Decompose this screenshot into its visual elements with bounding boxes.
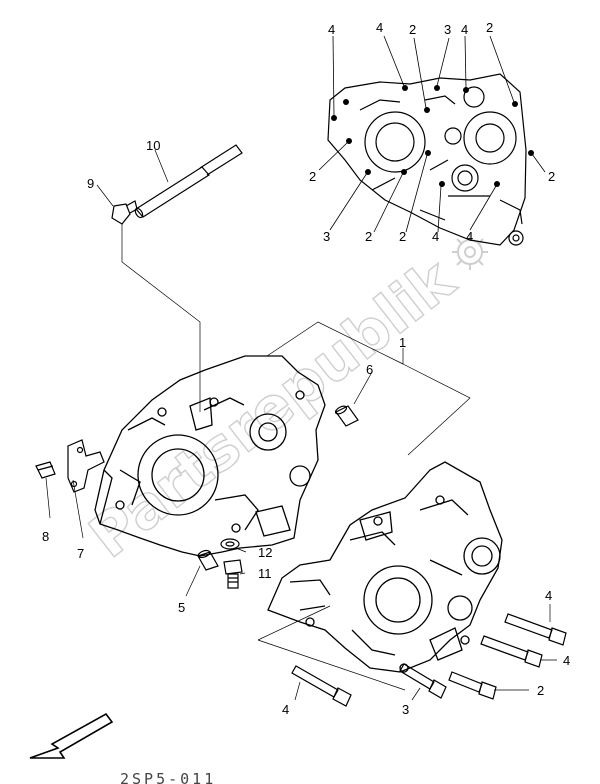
bracket-7 <box>67 439 105 493</box>
left-crankcase-half <box>94 355 326 557</box>
callout-top-2d: 2 <box>548 169 555 184</box>
callout-7: 7 <box>77 546 84 561</box>
watermark-text: Partsrepublik <box>77 245 468 571</box>
bolt-4a <box>504 613 567 646</box>
callout-top-3a: 3 <box>444 22 451 37</box>
callout-labels: 4 4 2 3 4 2 2 2 3 2 2 4 4 10 9 1 6 8 7 1… <box>42 20 570 717</box>
callout-top-2a: 2 <box>409 22 416 37</box>
callout-bolt-4c: 4 <box>282 702 289 717</box>
callout-top-2e: 2 <box>365 229 372 244</box>
direction-arrow-icon <box>29 712 114 759</box>
plug-8 <box>35 461 56 479</box>
right-crankcase-half <box>267 461 503 673</box>
bolt-2 <box>448 671 497 700</box>
watermark: Partsrepublik <box>76 244 468 572</box>
callout-top-2f: 2 <box>399 229 406 244</box>
callout-11: 11 <box>258 566 272 581</box>
bolt-3 <box>399 663 447 699</box>
callout-top-4a: 4 <box>328 22 335 37</box>
callout-top-4d: 4 <box>432 229 439 244</box>
callout-top-4c: 4 <box>461 22 468 37</box>
drawing-code: 2SP5-011 <box>120 770 216 784</box>
bolt-4c <box>291 665 352 707</box>
bolt-4b <box>480 635 543 668</box>
callout-12: 12 <box>258 545 272 560</box>
washer-12 <box>220 538 240 550</box>
dowel-6 <box>334 405 359 427</box>
callout-5: 5 <box>178 600 185 615</box>
callout-top-2b: 2 <box>486 20 493 35</box>
callout-bolt-3: 3 <box>402 702 409 717</box>
callout-top-4b: 4 <box>376 20 383 35</box>
drain-bolt-11 <box>223 559 243 589</box>
callout-bolt-2: 2 <box>537 683 544 698</box>
callout-1: 1 <box>399 335 406 350</box>
callout-top-4e: 4 <box>466 229 473 244</box>
callout-top-3b: 3 <box>323 229 330 244</box>
dowel-5 <box>197 549 219 571</box>
crankcase-side-view <box>327 73 527 246</box>
callout-6: 6 <box>366 362 373 377</box>
callout-8: 8 <box>42 529 49 544</box>
elbow-fitting <box>111 200 138 225</box>
inset-leader-lines <box>318 35 546 233</box>
callout-bolt-4a: 4 <box>545 588 552 603</box>
callout-top-2c: 2 <box>309 169 316 184</box>
callout-9: 9 <box>87 176 94 191</box>
callout-10: 10 <box>146 138 160 153</box>
pipe-part <box>134 144 243 219</box>
callout-bolt-4b: 4 <box>563 653 570 668</box>
assembly-leaders <box>45 149 557 701</box>
